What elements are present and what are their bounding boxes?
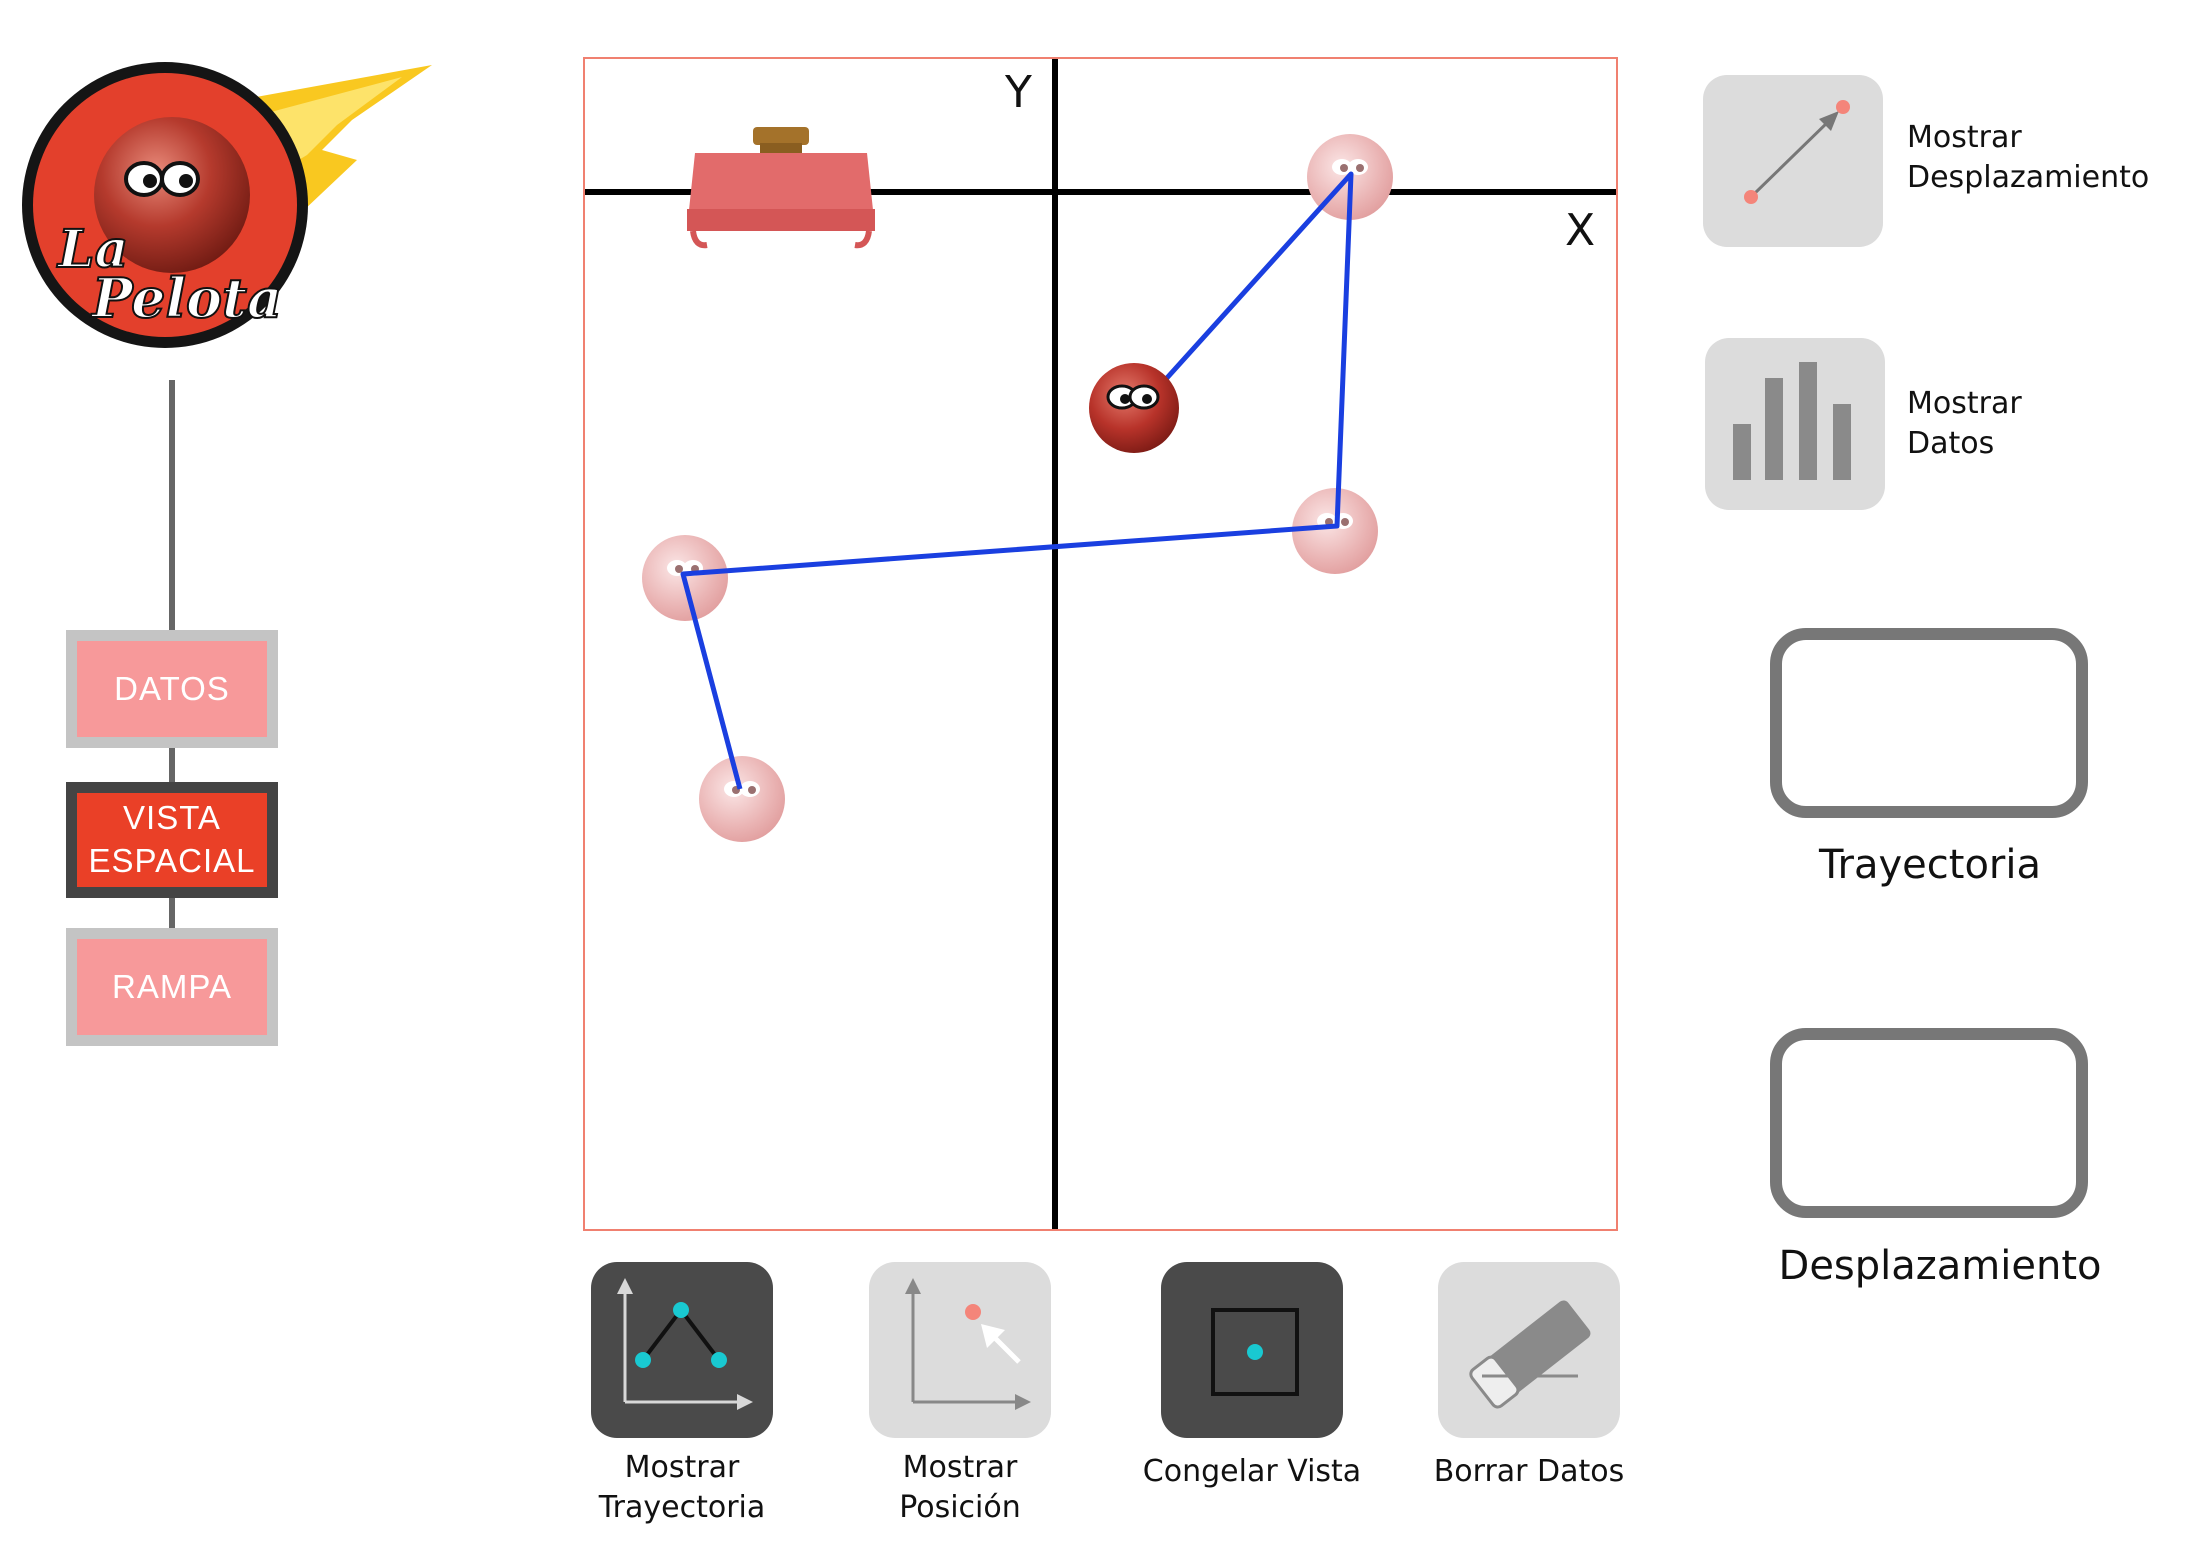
- bouncing-ball-logo-icon: La Pelota: [22, 62, 432, 348]
- ghost-ball-icon: [699, 756, 785, 842]
- displacement-arrow-icon: [1744, 100, 1850, 204]
- show-trajectory-label: Mostrar Trayectoria: [598, 1450, 766, 1525]
- plot-canvas: [585, 59, 1616, 1229]
- nav-button-datos[interactable]: DATOS: [66, 630, 278, 748]
- logo-text-la: La: [56, 219, 128, 280]
- nav-button-rampa[interactable]: RAMPA: [66, 928, 278, 1046]
- show-data-button[interactable]: [1705, 338, 1885, 510]
- eraser-icon: [1469, 1300, 1591, 1409]
- spatial-view-plot[interactable]: Y X: [583, 57, 1618, 1231]
- nav-button-rampa-label: RAMPA: [112, 967, 232, 1005]
- freeze-view-button[interactable]: [1161, 1262, 1343, 1438]
- ghost-ball-icon: [1292, 488, 1378, 574]
- position-cursor-icon: [905, 1278, 1031, 1410]
- show-trajectory-button[interactable]: [591, 1262, 773, 1438]
- trajectory-readout-box: [1770, 628, 2088, 818]
- ball-icon[interactable]: [1089, 363, 1179, 453]
- bar-chart-icon: [1733, 362, 1851, 480]
- erase-data-label: Borrar Datos: [1433, 1454, 1625, 1489]
- nav-button-datos-label: DATOS: [114, 669, 230, 707]
- show-position-button[interactable]: [869, 1262, 1051, 1438]
- trajectory-readout-label: Trayectoria: [1818, 842, 2041, 888]
- displacement-readout-label: Desplazamiento: [1778, 1243, 2102, 1289]
- freeze-frame-icon: [1211, 1308, 1299, 1396]
- show-data-label: Mostrar Datos: [1907, 386, 2022, 461]
- table-icon: [687, 127, 875, 249]
- freeze-view-label: Congelar Vista: [1142, 1454, 1362, 1489]
- y-axis-label: Y: [1005, 67, 1032, 118]
- show-displacement-button[interactable]: [1703, 75, 1883, 247]
- x-axis-label: X: [1565, 205, 1596, 256]
- logo-text-pelota: Pelota: [90, 266, 282, 330]
- show-position-label: Mostrar Posición: [899, 1450, 1021, 1525]
- show-displacement-label: Mostrar Desplazamiento: [1907, 120, 2150, 195]
- nav-button-vista-espacial[interactable]: VISTA ESPACIAL: [66, 782, 278, 898]
- erase-data-button[interactable]: [1438, 1262, 1620, 1438]
- la-pelota-logo: La Pelota: [22, 55, 442, 375]
- trajectory-icon: [617, 1278, 753, 1410]
- nav-button-vista-espacial-label: VISTA ESPACIAL: [88, 799, 256, 879]
- displacement-readout-box: [1770, 1028, 2088, 1218]
- trajectory-path: [680, 171, 1354, 790]
